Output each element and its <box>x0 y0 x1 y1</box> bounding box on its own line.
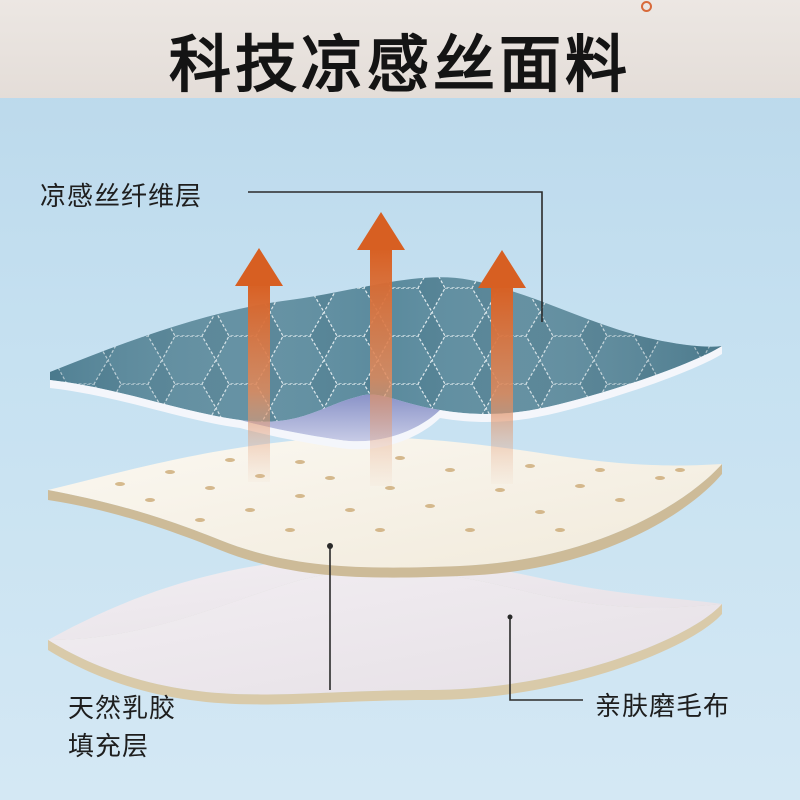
callout-skin-dot <box>507 614 513 620</box>
callout-lines <box>248 191 583 701</box>
skin-cloth-layer-label: 亲肤磨毛布 <box>595 692 731 722</box>
callout-cool-fiber <box>248 191 543 322</box>
page-title: 科技凉感丝面料 <box>168 28 631 101</box>
brushed-cloth-layer <box>48 556 722 705</box>
heat-arrow-icon <box>478 250 526 484</box>
latex-label-line2: 填充层 <box>68 732 150 762</box>
latex-pores <box>115 456 685 532</box>
heat-arrow-icon <box>235 248 283 482</box>
cool-fiber-layer-label: 凉感丝纤维层 <box>40 182 203 212</box>
latex-layer <box>48 437 722 578</box>
callout-latex-dot <box>327 543 333 549</box>
latex-layer-label: 天然乳胶 填充层 <box>68 690 176 766</box>
callout-skin <box>509 618 583 701</box>
header-banner: 科技凉感丝面料 <box>0 0 800 101</box>
decor-circle-icon <box>641 1 652 12</box>
latex-label-line1: 天然乳胶 <box>68 694 177 724</box>
heat-arrow-icon <box>357 212 405 486</box>
